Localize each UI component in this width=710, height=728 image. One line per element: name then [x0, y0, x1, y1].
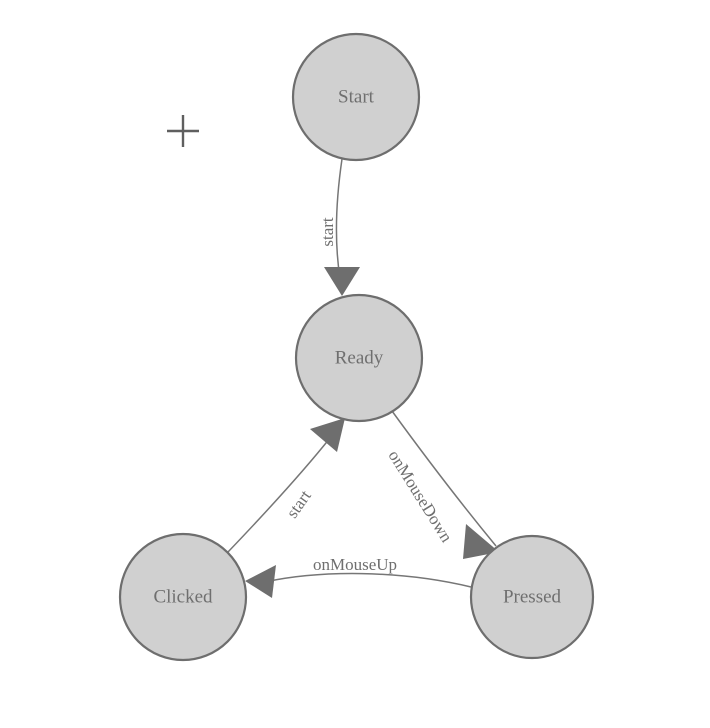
edge-ready-to-pressed-arrowhead: [463, 524, 499, 559]
node-start-circle: [291, 32, 421, 162]
edge-start-to-ready-arrowhead: [324, 267, 360, 296]
edge-label-start-to-ready: start: [318, 217, 337, 247]
edge-ready-to-pressed[interactable]: [391, 410, 499, 559]
node-clicked-circle: [118, 532, 248, 662]
edge-label-pressed-to-clicked: onMouseUp: [313, 555, 397, 574]
edge-pressed-to-clicked[interactable]: [245, 565, 472, 598]
edge-label-clicked-to-ready: start: [283, 486, 316, 521]
edge-clicked-to-ready-path: [227, 437, 331, 553]
node-start-label: Start: [338, 86, 375, 107]
edge-ready-to-pressed-path: [391, 410, 497, 547]
node-pressed-circle: [469, 534, 595, 660]
node-pressed-label: Pressed: [503, 586, 562, 607]
edge-pressed-to-clicked-path: [264, 572, 472, 588]
edge-clicked-to-ready[interactable]: [227, 418, 345, 553]
node-clicked-label: Clicked: [153, 586, 213, 607]
node-start[interactable]: Start: [291, 32, 421, 162]
edge-pressed-to-clicked-arrowhead: [245, 565, 276, 598]
node-clicked[interactable]: Clicked: [118, 532, 248, 662]
node-ready-label: Ready: [335, 347, 384, 368]
edge-start-to-ready-path: [335, 158, 343, 279]
edge-label-ready-to-pressed: onMouseDown: [385, 447, 457, 546]
edge-start-to-ready[interactable]: [324, 158, 360, 296]
node-ready-circle: [294, 293, 424, 423]
node-ready[interactable]: Ready: [294, 293, 424, 423]
edge-clicked-to-ready-arrowhead: [310, 418, 345, 452]
node-pressed[interactable]: Pressed: [469, 534, 595, 660]
crosshair-icon: [167, 115, 199, 147]
